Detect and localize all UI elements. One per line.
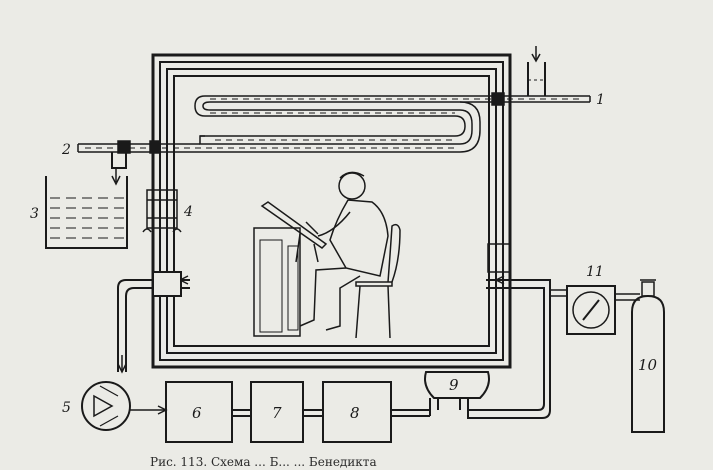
water-outlet xyxy=(111,152,127,186)
gas-cylinder xyxy=(631,279,665,433)
label-10: 10 xyxy=(638,356,658,374)
label-2: 2 xyxy=(61,142,71,158)
air-circuit xyxy=(117,243,551,419)
label-7: 7 xyxy=(272,404,282,422)
label-11: 11 xyxy=(586,264,604,280)
water-inlet xyxy=(527,46,546,96)
label-1: 1 xyxy=(596,92,605,108)
collecting-vessel xyxy=(45,176,128,249)
wall-port xyxy=(142,189,182,233)
label-3: 3 xyxy=(30,206,39,222)
label-9: 9 xyxy=(449,376,459,394)
label-8: 8 xyxy=(350,404,360,422)
item-labels: 1 2 3 4 5 6 7 8 9 10 11 xyxy=(30,92,658,422)
spirometer xyxy=(424,371,490,418)
subject-figure xyxy=(253,171,401,339)
figure-caption: Рис. 113. Схема ... Б... ... Бенедикта xyxy=(150,455,377,469)
label-5: 5 xyxy=(62,400,71,416)
label-4: 4 xyxy=(183,204,193,220)
label-6: 6 xyxy=(192,404,202,422)
pump xyxy=(81,381,168,431)
cooling-coil xyxy=(77,92,591,154)
gauge-assembly xyxy=(550,285,640,335)
absorber-chain xyxy=(165,381,430,443)
chamber-walls xyxy=(151,53,512,369)
